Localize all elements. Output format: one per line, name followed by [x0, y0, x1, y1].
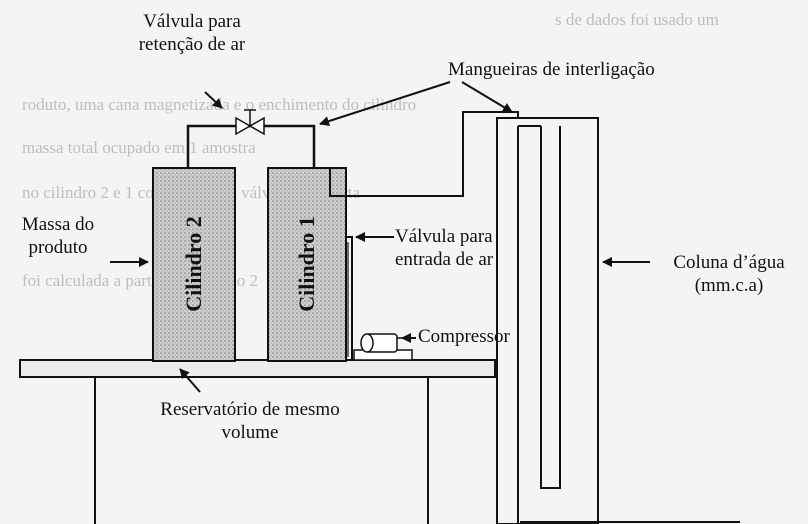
- label-retention-valve-line1: Válvula para: [143, 11, 241, 32]
- retention-valve-icon: [235, 109, 265, 136]
- label-compressor: Compressor: [418, 326, 510, 347]
- label-retention-valve-line2: retenção de ar: [138, 34, 246, 55]
- label-water-column-line1: Coluna d’água: [673, 252, 785, 273]
- label-retention-valve: Válvula para retenção de ar: [112, 10, 272, 56]
- arrow-hose-left: [319, 81, 451, 126]
- label-cylinder-2: Cilindro 2: [181, 216, 206, 312]
- label-water-column: Coluna d’água (mm.c.a): [650, 251, 808, 297]
- background-text-1: s de dados foi usado um: [555, 10, 719, 29]
- label-hoses: Mangueiras de interligação: [448, 59, 655, 80]
- hose-to-column: [329, 111, 519, 197]
- arrow-valve: [204, 91, 223, 109]
- label-reservoir-line1: Reservatório de mesmo: [160, 399, 340, 420]
- label-inlet-valve-line1: Válvula para: [395, 226, 493, 247]
- air-inlet-line: [346, 236, 353, 360]
- label-inlet-valve-line2: entrada de ar: [395, 249, 494, 270]
- cylinder-2: [152, 167, 236, 362]
- label-cylinder-1: Cilindro 1: [294, 216, 319, 312]
- label-product-mass-line1: Massa do: [21, 214, 95, 235]
- compressor-icon: [353, 333, 413, 361]
- label-reservoir-line2: volume: [221, 422, 279, 443]
- cylinder-1: [267, 167, 347, 362]
- label-inlet-valve: Válvula para entrada de ar: [395, 225, 493, 271]
- label-reservoir: Reservatório de mesmo volume: [130, 398, 370, 444]
- label-product-mass-line2: produto: [28, 237, 88, 258]
- label-water-column-line2: (mm.c.a): [694, 275, 764, 296]
- background-text-3: massa total ocupado em 1 amostra: [22, 138, 256, 157]
- bench-plate: [19, 359, 496, 378]
- water-column: [496, 117, 599, 524]
- arrow-reservoir: [179, 368, 201, 393]
- interconnect-tube: [186, 124, 316, 168]
- arrow-hose-right: [461, 81, 513, 113]
- label-product-mass: Massa do produto: [8, 213, 108, 259]
